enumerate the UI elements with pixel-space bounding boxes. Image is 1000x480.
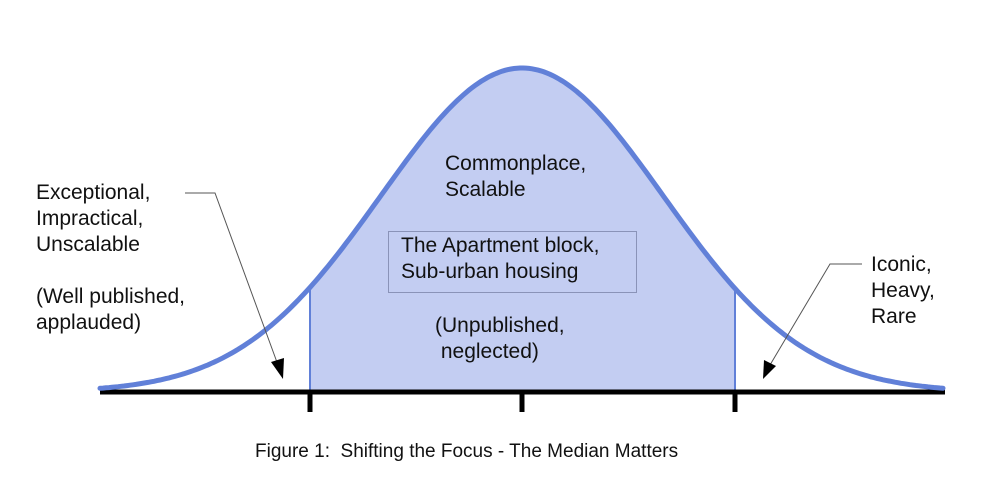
highlight-box <box>388 231 637 293</box>
center-box-label: The Apartment block, Sub-urban housing <box>401 233 599 285</box>
right-arrowhead-icon <box>763 360 776 379</box>
label-line: Commonplace, <box>445 152 587 175</box>
label-line: The Apartment block, <box>401 234 600 257</box>
figure-caption: Figure 1: Shifting the Focus - The Media… <box>255 441 679 462</box>
center-top-label: Commonplace, Scalable <box>445 151 586 203</box>
label-line: Heavy, <box>871 279 935 302</box>
right-leader-line <box>769 263 862 366</box>
left-arrowhead-icon <box>271 358 284 379</box>
label-line: Iconic, <box>871 253 932 276</box>
label-line: Sub-urban housing <box>401 260 579 283</box>
left-tail-label: Exceptional, Impractical, Unscalable (Well … <box>36 180 185 336</box>
bell-curve <box>97 65 946 391</box>
right-tail-label: Iconic, Heavy, Rare <box>871 252 935 330</box>
label-line: Scalable <box>445 178 526 201</box>
label-line: Rare <box>871 305 917 328</box>
label-line: (Unpublished, <box>435 314 565 337</box>
label-line: Unscalable <box>36 233 140 256</box>
center-bottom-label: (Unpublished, neglected) <box>435 313 565 365</box>
label-line: applauded) <box>36 311 142 334</box>
label-spacer <box>36 258 185 284</box>
label-line: neglected) <box>435 340 539 363</box>
left-leader-line <box>185 192 279 366</box>
label-line: (Well published, <box>36 285 186 308</box>
label-line: Exceptional, <box>36 181 151 204</box>
label-line: Impractical, <box>36 207 144 230</box>
